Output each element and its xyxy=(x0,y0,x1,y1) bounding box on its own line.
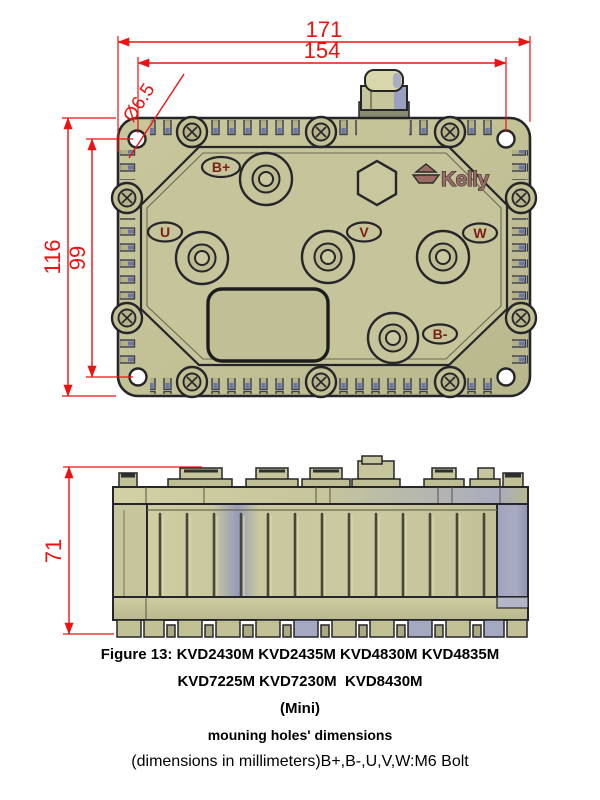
dim-side-height: 71 xyxy=(41,466,202,635)
caption-line-5: (dimensions in millimeters)B+,B-,U,V,W:M… xyxy=(131,753,469,770)
caption-line-1: Figure 13: KVD2430M KVD2435M KVD4830M KV… xyxy=(100,646,500,663)
bottom-feet xyxy=(116,619,528,638)
side-view: 71 xyxy=(41,455,529,638)
terminal-label-u: U xyxy=(160,224,170,240)
top-view: B+ U V W B- Kelly 171 xyxy=(40,17,538,399)
brand-logo: Kelly xyxy=(411,163,491,192)
brand-name: Kelly xyxy=(441,168,490,191)
terminal-label-w: W xyxy=(473,225,487,241)
dim-outer-height: 116 xyxy=(40,117,116,397)
edge-fins xyxy=(120,120,528,394)
terminal-label-v: V xyxy=(359,224,369,240)
hex-plug xyxy=(356,159,398,207)
terminal-label-b-plus: B+ xyxy=(212,159,230,175)
screw-icons xyxy=(117,122,531,392)
dim-outer-width: 171 xyxy=(117,17,531,152)
top-tabs xyxy=(118,455,524,489)
cable-gland xyxy=(358,69,410,125)
kelly-logo-icon xyxy=(411,163,441,184)
label-recess xyxy=(206,287,330,363)
caption-line-4: mouning holes' dimensions xyxy=(207,727,393,743)
svg-text:99: 99 xyxy=(65,246,90,270)
svg-text:171: 171 xyxy=(306,17,343,42)
svg-text:154: 154 xyxy=(304,38,341,63)
caption-line-2: KVD7225M KVD7230M KVD8430M xyxy=(177,673,423,690)
heatsink-fins xyxy=(112,503,529,598)
caption-line-3: (Mini) xyxy=(280,700,320,717)
svg-text:116: 116 xyxy=(40,239,65,274)
svg-text:71: 71 xyxy=(41,539,66,563)
bottom-plate xyxy=(112,596,529,621)
power-terminals xyxy=(174,151,471,365)
terminal-labels: B+ U V W B- xyxy=(146,155,499,345)
terminal-label-b-minus: B- xyxy=(433,326,448,342)
dim-hole-span-height: 99 xyxy=(65,138,133,378)
dim-hole-span-width: 154 xyxy=(137,38,507,133)
figure-caption: Figure 13: KVD2430M KVD2435M KVD4830M KV… xyxy=(0,646,600,771)
top-flange xyxy=(112,486,529,505)
